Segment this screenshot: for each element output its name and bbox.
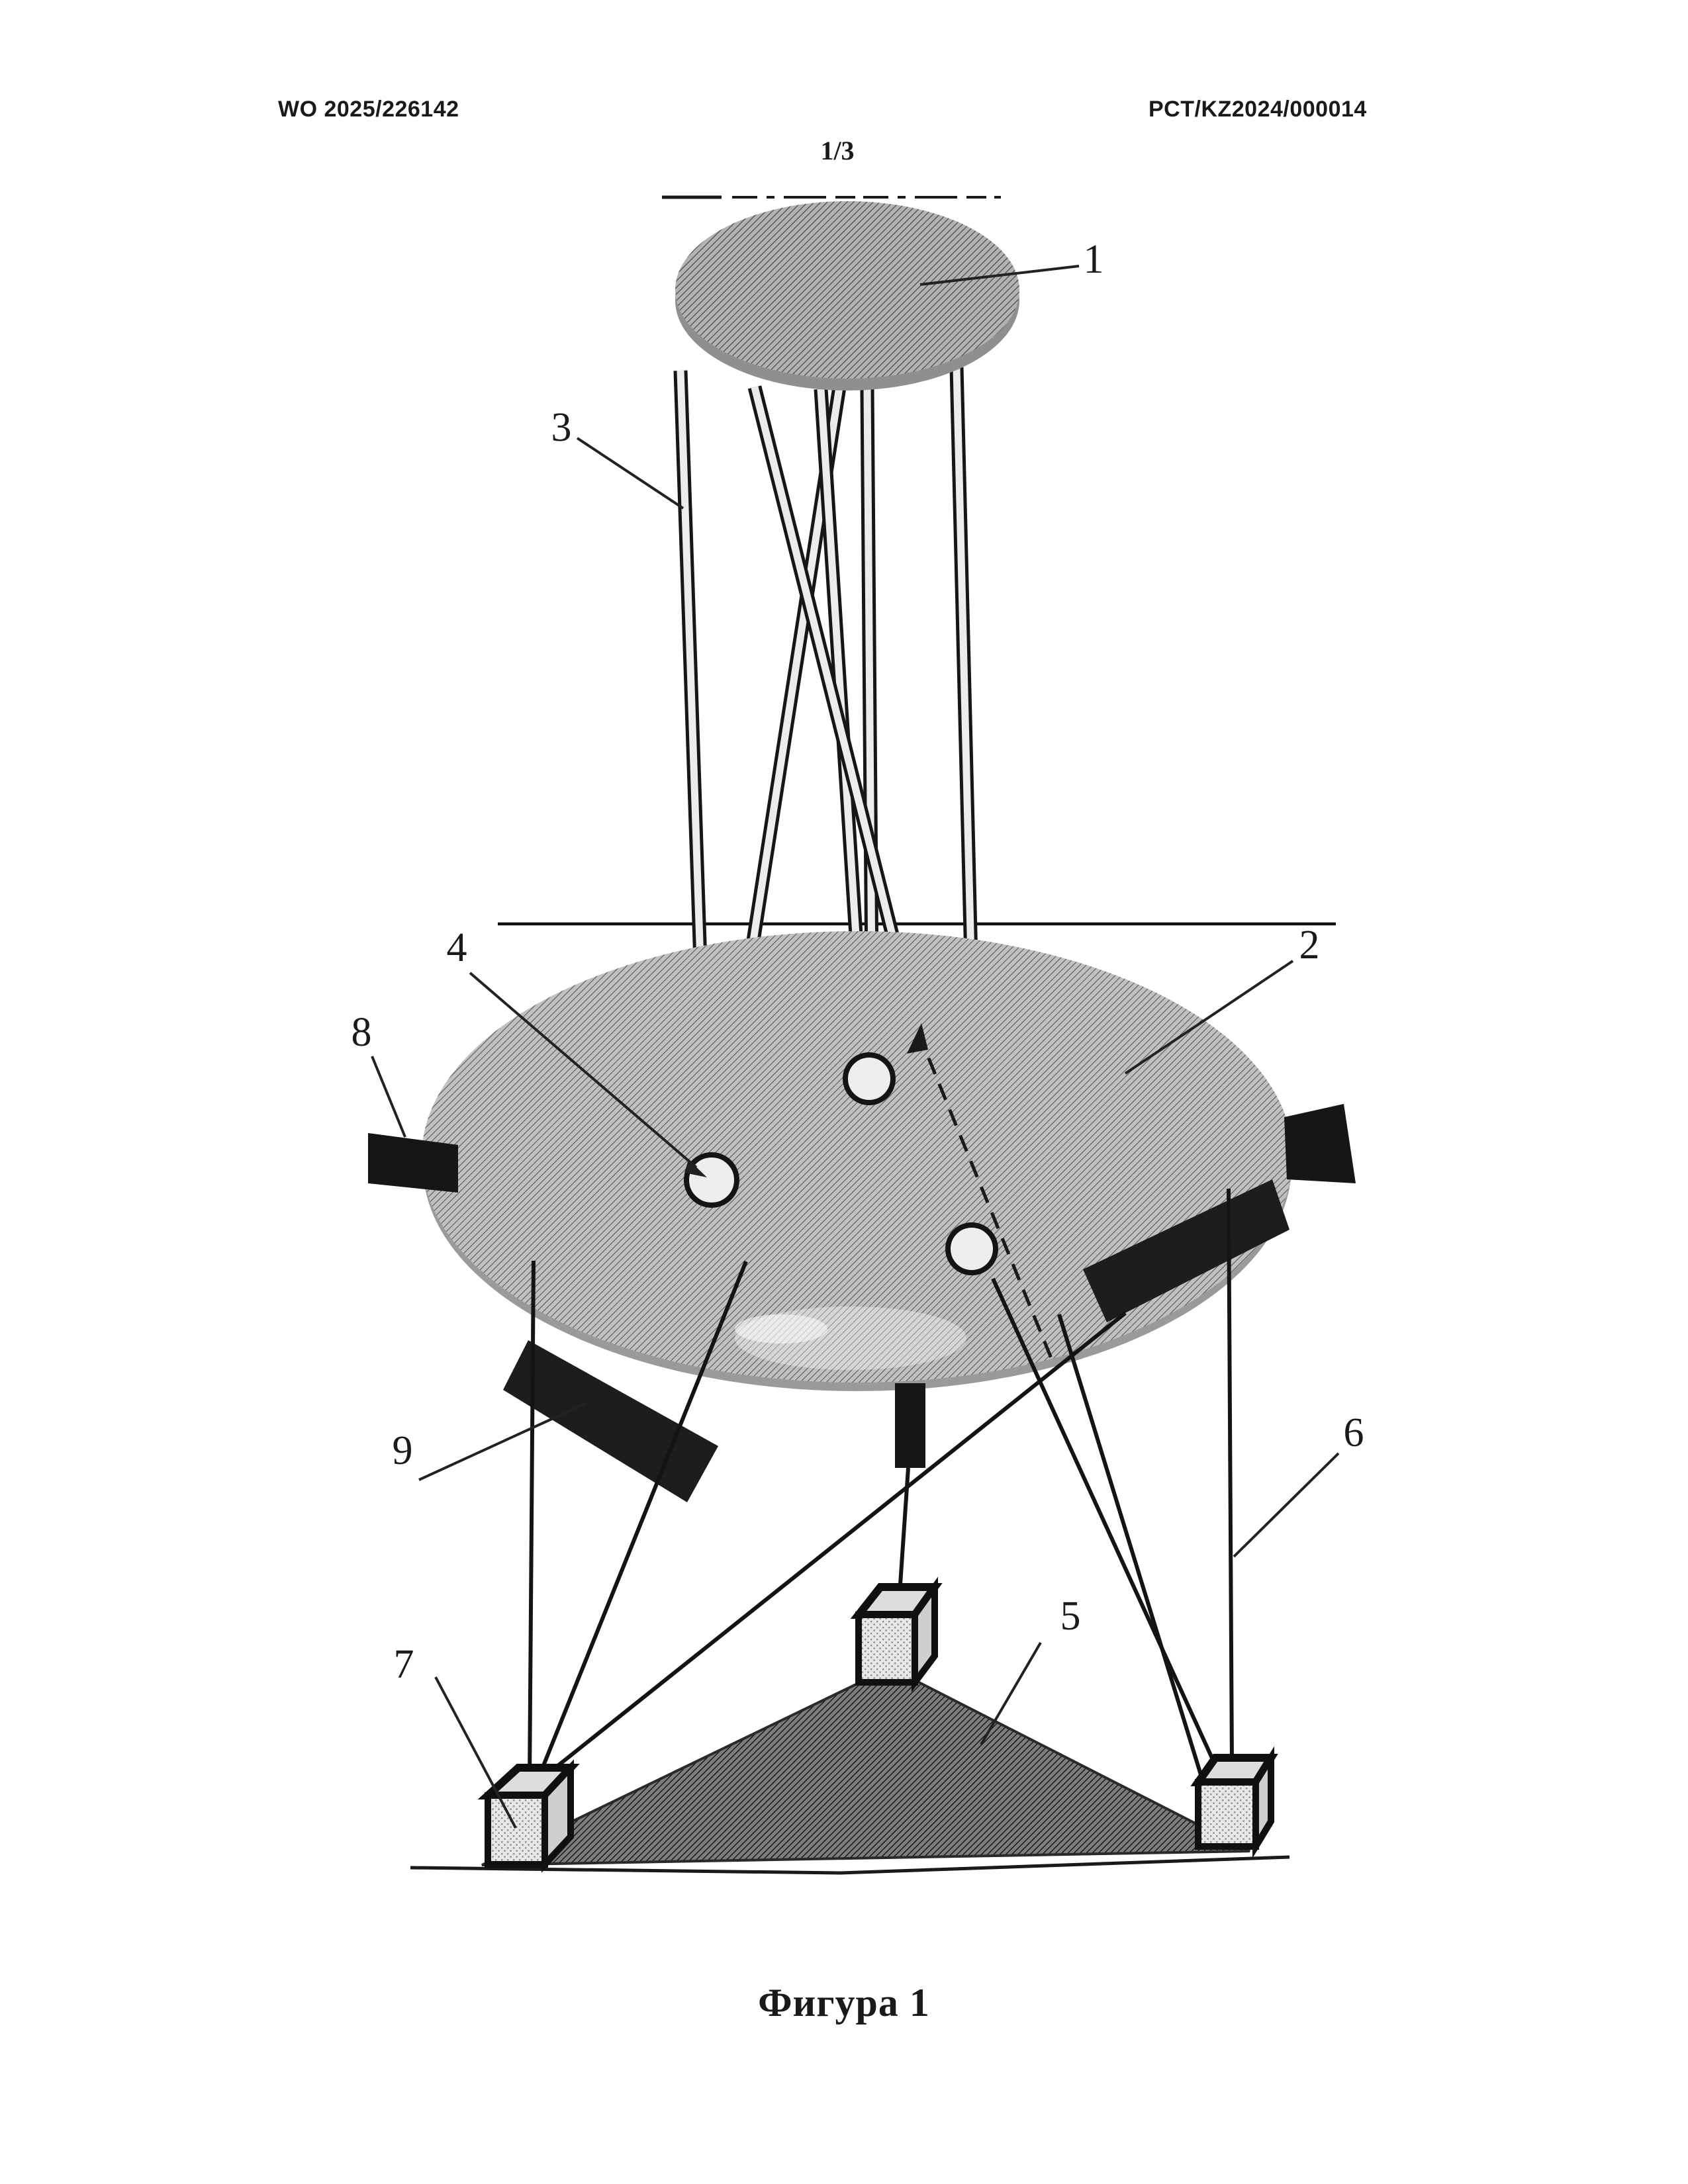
leader-line-3 — [576, 437, 684, 510]
axis-arrowhead-icon — [907, 1023, 928, 1054]
ref-label-2: 2 — [1299, 923, 1320, 968]
ref-label-7: 7 — [394, 1642, 414, 1687]
cable-left-inner — [536, 1260, 748, 1782]
ball-joint-right — [945, 1222, 998, 1275]
leader-line-4 — [469, 972, 698, 1169]
leader-line-7 — [434, 1676, 517, 1829]
thruster-left — [368, 1133, 458, 1193]
cable-right-inner — [991, 1277, 1227, 1787]
leader-line-5 — [980, 1641, 1042, 1746]
leader-line-2 — [1124, 960, 1294, 1075]
platform-bottom-highlight-bright — [735, 1314, 827, 1343]
figure-caption: Фигура 1 — [758, 1981, 930, 2025]
cable-left-vertical — [528, 1260, 536, 1782]
ground-line — [410, 1855, 1290, 1875]
thruster-right — [1284, 1104, 1356, 1183]
middle-platform — [422, 931, 1293, 1383]
leader-line-6 — [1233, 1452, 1340, 1558]
anchor-cube-center — [850, 1576, 943, 1692]
anchor-cube-right — [1190, 1746, 1278, 1858]
base-triangle — [481, 1666, 1250, 1866]
skirt-band-right — [1083, 1179, 1289, 1322]
leader-line-1 — [919, 265, 1080, 286]
header-application-number: PCT/KZ2024/000014 — [1149, 97, 1367, 122]
header-publication-number: WO 2025/226142 — [278, 97, 459, 122]
ref-label-6: 6 — [1344, 1410, 1364, 1455]
page-number: 1/3 — [820, 136, 855, 165]
ball-joint-left — [684, 1152, 739, 1208]
ref-label-1: 1 — [1084, 237, 1104, 282]
ref-label-5: 5 — [1060, 1594, 1081, 1639]
cables — [525, 1188, 1234, 1793]
leader-line-9 — [418, 1402, 587, 1481]
ref-label-4: 4 — [447, 925, 467, 970]
leader-line-8 — [371, 1056, 406, 1138]
cable-right-mid — [1057, 1314, 1204, 1780]
ref-label-3: 3 — [551, 405, 572, 450]
leader-lines — [371, 265, 1340, 1829]
axis-dashed-line — [916, 1032, 1053, 1359]
top-disk — [675, 201, 1019, 379]
ball-joint-center — [843, 1052, 896, 1105]
anchor-cube-left — [477, 1759, 580, 1873]
ref-label-8: 8 — [352, 1010, 372, 1055]
center-fitting — [895, 1383, 925, 1468]
cable-cross-long — [525, 1311, 1127, 1793]
ref-label-9: 9 — [393, 1428, 413, 1473]
leader-4-arrowhead-icon — [684, 1160, 707, 1177]
cable-right-vertical — [1227, 1188, 1234, 1766]
